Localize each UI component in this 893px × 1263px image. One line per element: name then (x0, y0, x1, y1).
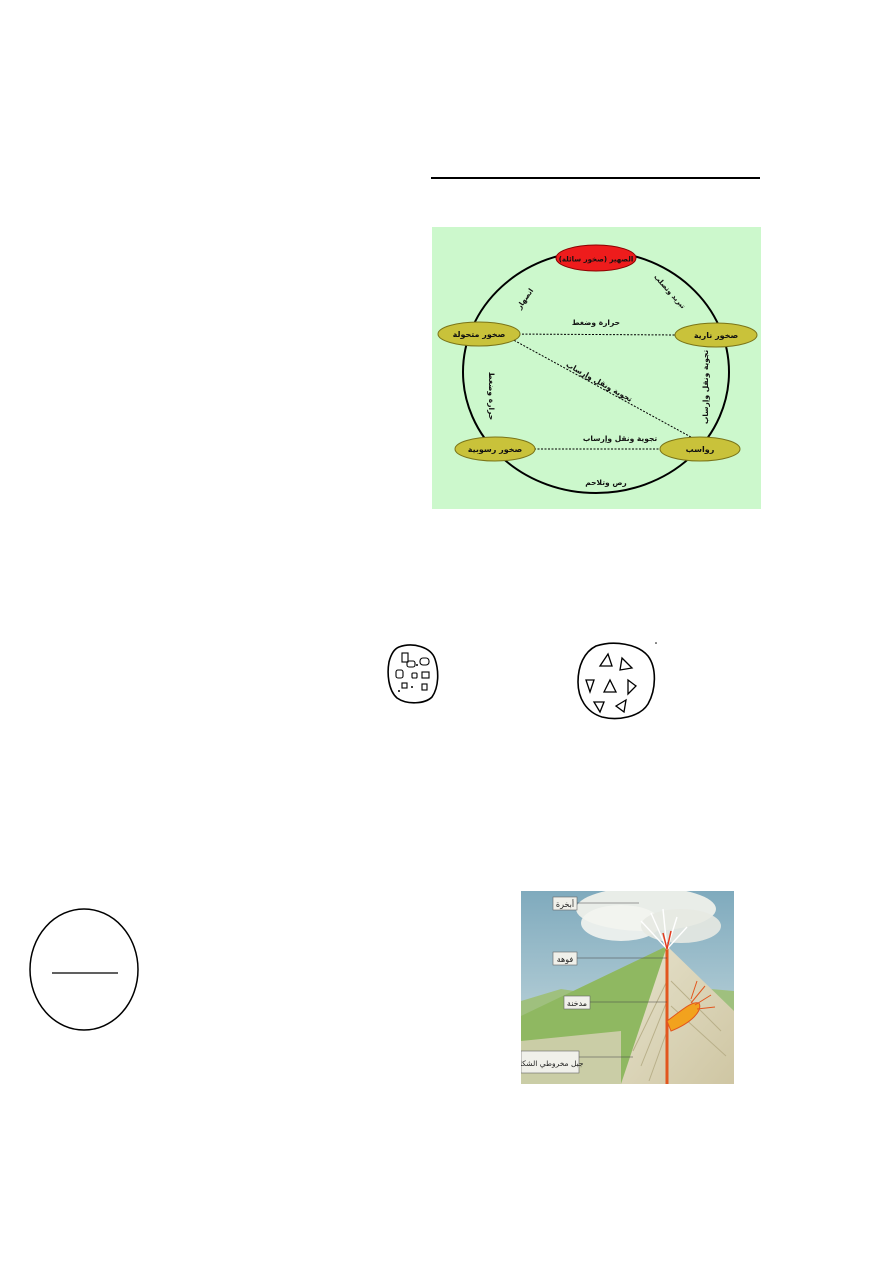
node-sedimentary-label: صخور رسوبية (468, 445, 523, 454)
node-magma-label: الصهير (صخور سائلة) (559, 256, 634, 264)
link-metamorphic-sediments (507, 336, 701, 443)
magma-branches (690, 980, 716, 1010)
node-sedimentary (454, 436, 536, 462)
rock-sample-rounded (387, 644, 439, 704)
volcano-label-vent: مدخنة (567, 999, 587, 1008)
volcano-label-gases: أبخرة (556, 899, 574, 909)
grain (619, 656, 634, 671)
grain (421, 683, 428, 691)
sample-outline (577, 642, 656, 720)
node-igneous-label: صخور نارية (694, 331, 739, 340)
smoke-cloud (641, 909, 721, 943)
strata-lines (632, 980, 727, 1082)
sample-outline (387, 644, 439, 704)
dot (411, 686, 413, 688)
node-metamorphic (437, 321, 521, 347)
grain (411, 672, 418, 679)
grain (421, 671, 430, 679)
grain (406, 660, 416, 668)
dot (398, 690, 400, 692)
node-igneous (674, 322, 758, 348)
dot (416, 664, 418, 666)
grain (592, 701, 605, 714)
volcano-label-crater: فوهة (557, 955, 574, 964)
grain (614, 698, 627, 714)
grain (602, 678, 618, 693)
smoke-cloud (581, 905, 661, 941)
rock-cycle-background (432, 227, 761, 509)
title-rule (431, 177, 760, 179)
link-igneous-metamorphic (507, 333, 679, 336)
blank-answer-circle (29, 908, 139, 1031)
circle-outline (29, 908, 139, 1031)
edge-label-weathering-right: تجوية ونقل وإرساب (701, 350, 710, 425)
node-magma (555, 244, 637, 272)
edge-label-heat-pressure-left: حرارة وضغط (487, 372, 496, 420)
rock-sample-angular (577, 642, 657, 720)
edge-label-compaction: رص وتلاحم (585, 478, 626, 487)
edge-label-heat-pressure-top: حرارة وضغط (572, 318, 620, 327)
dot (655, 642, 657, 644)
edge-label-weathering-bottom: تجوية ونقل وإرساب (583, 434, 658, 443)
volcano-illustration: أبخرة فوهة مدخنة جبل مخروطي الشكل (521, 891, 734, 1084)
grain (401, 682, 408, 689)
grain (598, 652, 613, 667)
label-box-crater (552, 951, 578, 966)
volcano-label-cone: جبل مخروطي الشكل (521, 1059, 584, 1068)
grain (401, 652, 409, 663)
label-box-vent (563, 995, 591, 1010)
grain (419, 657, 430, 666)
label-box-gases (552, 896, 578, 911)
grain (585, 679, 595, 695)
eruption-spray (640, 908, 688, 950)
grain (627, 678, 637, 696)
node-sediments (659, 436, 741, 462)
grain (395, 669, 404, 679)
node-sediments-label: رواسب (686, 445, 715, 454)
rock-cycle-diagram: الصهير (صخور سائلة) صخور نارية صخور متحو… (432, 227, 761, 509)
eruption-lava (662, 930, 672, 950)
label-box-cone (521, 1050, 580, 1074)
node-metamorphic-label: صخور متحولة (453, 330, 506, 339)
